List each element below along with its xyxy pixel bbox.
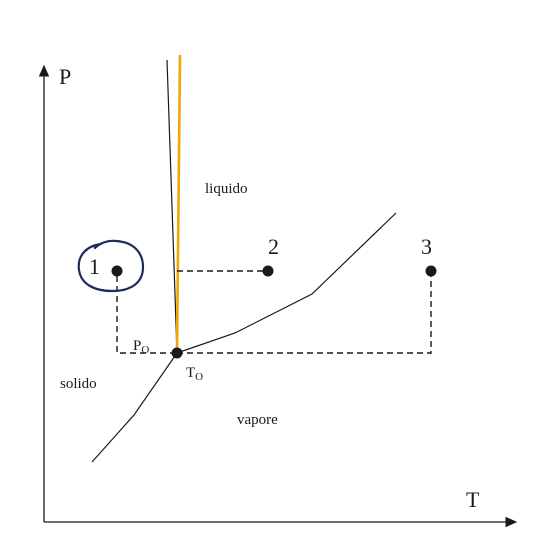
point-1-annotation-circle (77, 239, 145, 293)
triple-point-temperature-label: TO (186, 365, 203, 383)
y-axis-label: P (59, 64, 71, 89)
liquid-vapor-boundary (176, 212, 397, 354)
point-1-label: 1 (89, 254, 100, 279)
region-label-vapor: vapore (237, 412, 278, 428)
point-2-marker (262, 265, 274, 277)
point-3-marker (425, 265, 437, 277)
x-axis-label: T (466, 487, 480, 512)
solid-vapor-boundary (91, 352, 178, 463)
solid-liquid-boundary (166, 59, 178, 354)
region-label-solid: solido (60, 376, 97, 392)
dashed-path-point-1 (116, 276, 177, 354)
point-2-label: 2 (268, 234, 279, 259)
point-1-marker (111, 265, 123, 277)
dashed-path-point-3 (177, 276, 432, 354)
point-3-label: 3 (421, 234, 432, 259)
triple-point-pressure-label: PO (133, 338, 149, 356)
region-label-liquid: liquido (205, 181, 248, 197)
triple-point-marker (171, 347, 183, 359)
highlighted-boundary-line (175, 54, 182, 354)
